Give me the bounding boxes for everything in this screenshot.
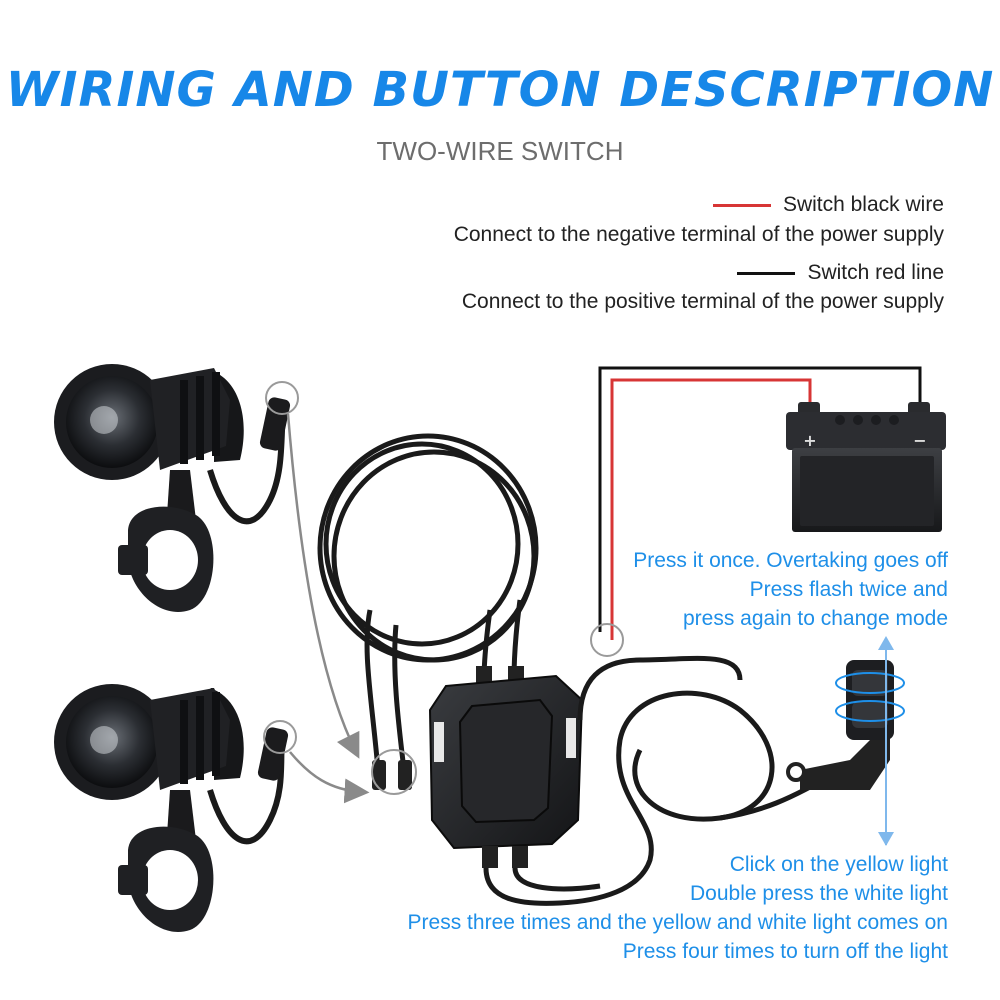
black-wire: [598, 366, 922, 632]
legend-description: Connect to the negative terminal of the …: [453, 223, 944, 246]
pigtail-connector-2: [207, 720, 297, 845]
legend-swatch-black: [737, 271, 796, 275]
battery-icon: + −: [786, 402, 946, 532]
legend-black-wire: Switch black wire: [712, 193, 944, 217]
spotlight-icon: [54, 684, 244, 800]
page-subtitle: TWO-WIRE SWITCH: [376, 136, 624, 166]
pigtail-connector-1: [207, 381, 299, 525]
note-line: Press three times and the yellow and whi…: [407, 911, 948, 934]
note-line: Press four times to turn off the light: [622, 940, 948, 963]
battery-positive-label: +: [803, 431, 816, 450]
note-line: Double press the white light: [690, 882, 948, 905]
note-line: Press it once. Overtaking goes off: [633, 549, 948, 572]
legend-label: Switch red line: [807, 261, 944, 284]
switch-lower-note: Click on the yellow light Double press t…: [408, 850, 948, 966]
spotlight-icon: [54, 364, 244, 480]
connector-highlight: [590, 623, 624, 657]
legend-red-line: Switch red line: [737, 261, 944, 285]
legend-description: Connect to the positive terminal of the …: [461, 290, 944, 313]
legend-swatch-red: [712, 203, 771, 207]
red-wire: [610, 378, 812, 640]
note-line: Click on the yellow light: [729, 853, 948, 876]
battery-negative-label: −: [913, 431, 926, 450]
note-line: press again to change mode: [682, 607, 948, 630]
switch-upper-note: Press it once. Overtaking goes off Press…: [633, 546, 948, 633]
note-line: Press flash twice and: [749, 578, 948, 601]
guide-arrows: [286, 413, 370, 804]
connector-icon: [371, 749, 417, 795]
page-title: WIRING AND BUTTON DESCRIPTION: [5, 62, 995, 118]
controller-box-icon: [428, 666, 584, 868]
mount-clamp-icon: [118, 470, 214, 612]
legend-label: Switch black wire: [782, 193, 944, 216]
coiled-cable: [317, 433, 539, 771]
battery-wires: [598, 366, 922, 640]
handlebar-switch-icon: [786, 636, 905, 846]
mount-clamp-icon: [118, 790, 214, 932]
